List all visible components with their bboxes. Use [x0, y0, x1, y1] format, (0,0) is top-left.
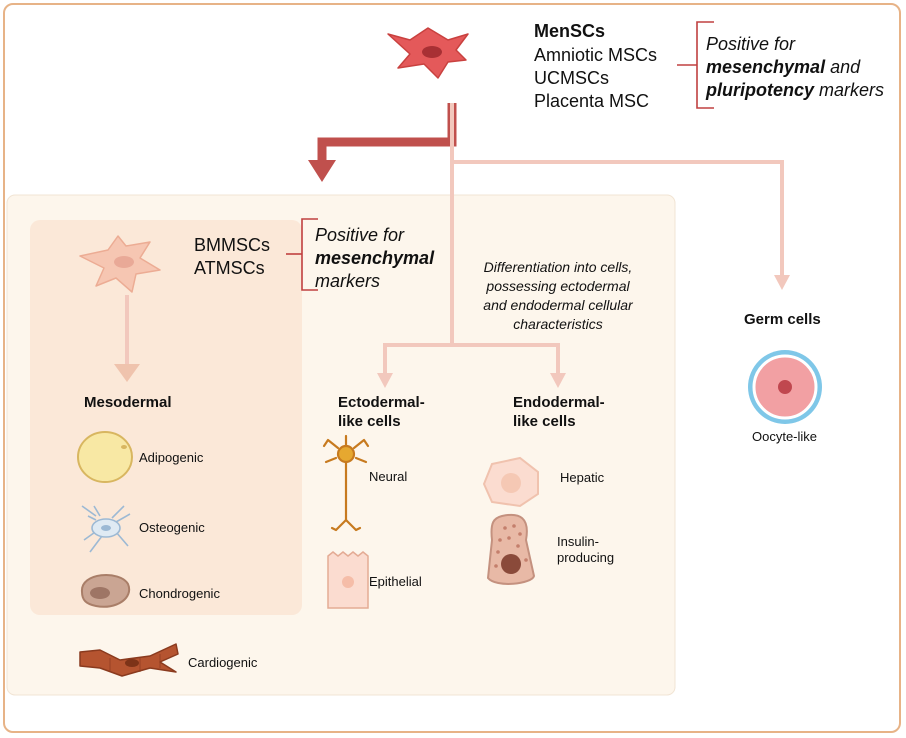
label-cardiogenic: Cardiogenic: [188, 655, 258, 670]
neuron-icon: [322, 434, 370, 532]
differentiation-note: Differentiation into cells, possessing e…: [483, 259, 633, 332]
mid-note-line1: Positive for: [315, 225, 405, 245]
label-epithelial: Epithelial: [369, 574, 422, 589]
chondrocyte-icon: [80, 573, 131, 608]
mid-note-line2: mesenchymal: [315, 248, 435, 268]
source-placenta: Placenta MSC: [534, 91, 650, 111]
ecto-arrow-head: [377, 373, 393, 388]
main-arrow-head: [308, 160, 336, 182]
top-note-line1: Positive for: [706, 34, 796, 54]
ectodermal-title: Ectodermal- like cells: [338, 394, 425, 430]
germ-title: Germ cells: [744, 311, 821, 328]
label-insulin: Insulin- producing: [557, 534, 615, 565]
top-note-line2: mesenchymal and: [706, 57, 861, 77]
label-chondrogenic: Chondrogenic: [139, 586, 220, 601]
top-note-line3: pluripotency markers: [706, 80, 885, 100]
source-atmsc: ATMSCs: [194, 258, 265, 278]
mid-note-line3: markers: [315, 271, 381, 291]
cardiomyocyte-icon: [79, 643, 179, 677]
mesodermal-panel: [30, 220, 302, 615]
label-neural: Neural: [369, 469, 408, 484]
label-osteogenic: Osteogenic: [139, 520, 205, 535]
mensc-title: MenSCs: [534, 21, 606, 41]
adipocyte-icon: [77, 431, 133, 483]
endodermal-title: Endodermal- like cells: [513, 394, 605, 430]
osteocyte-icon: [81, 505, 131, 553]
label-adipogenic: Adipogenic: [139, 450, 204, 465]
main-arrow: [317, 103, 457, 165]
label-oocyte: Oocyte-like: [752, 429, 818, 444]
source-ucmsc: UCMSCs: [534, 68, 609, 88]
epithelial-cell-icon: [327, 551, 369, 609]
label-hepatic: Hepatic: [560, 470, 605, 485]
bmmsc-cell-icon: [79, 235, 161, 293]
figure-frame: [3, 3, 901, 733]
source-bmmsc: BMMSCs: [194, 235, 270, 255]
mensc-cell-icon: [387, 27, 469, 79]
endo-arrow-head: [550, 373, 566, 388]
source-amniotic: Amniotic MSCs: [534, 45, 658, 65]
oocyte-icon: [748, 350, 822, 424]
beta-cell-icon: [486, 513, 536, 585]
hepatocyte-icon: [482, 456, 539, 508]
mesodermal-title: Mesodermal: [84, 394, 172, 411]
meso-arrow-head: [114, 364, 140, 382]
germ-arrow-head: [774, 275, 790, 290]
